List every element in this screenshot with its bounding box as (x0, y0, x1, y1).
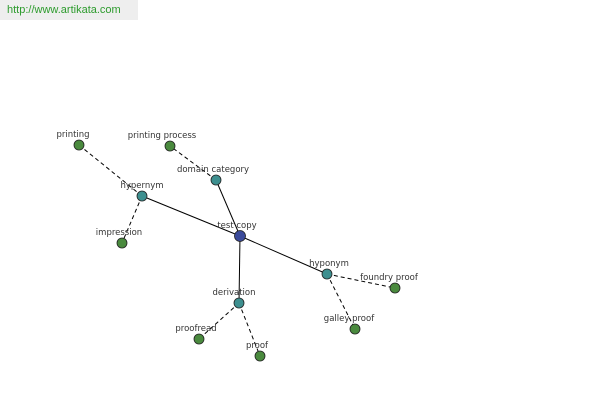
label-hypernym[interactable]: hypernym (120, 181, 163, 191)
edge-derivation-to-proofread (198, 302, 240, 340)
label-proof[interactable]: proof (246, 341, 269, 351)
edge-hyponym-to-foundry-proof (326, 273, 396, 289)
edge-hypernym-to-impression (121, 195, 143, 244)
label-galley-proof[interactable]: galley proof (324, 314, 375, 324)
node-printing[interactable] (73, 139, 85, 151)
label-domain-category[interactable]: domain category (177, 165, 249, 175)
label-printing-process[interactable]: printing process (128, 131, 197, 141)
site-link[interactable]: http://www.artikata.com (7, 4, 121, 16)
label-printing[interactable]: printing (56, 130, 89, 140)
edge-domain-category-to-printing-process (169, 145, 217, 181)
edge-test-copy-to-hypernym (141, 195, 241, 237)
node-foundry-proof[interactable] (389, 282, 401, 294)
edge-hyponym-to-galley-proof (326, 273, 356, 330)
edge-derivation-to-proof (238, 302, 261, 357)
label-hyponym[interactable]: hyponym (309, 259, 349, 269)
node-test-copy[interactable] (234, 230, 246, 242)
node-proofread[interactable] (193, 333, 205, 345)
label-proofread[interactable]: proofread (175, 324, 216, 334)
node-hypernym[interactable] (136, 190, 148, 202)
node-domain-category[interactable] (210, 174, 222, 186)
label-impression[interactable]: impression (96, 228, 142, 238)
label-derivation[interactable]: derivation (212, 288, 255, 298)
url-banner: http://www.artikata.com (0, 0, 138, 20)
node-galley-proof[interactable] (349, 323, 361, 335)
edge-test-copy-to-domain-category (215, 179, 241, 237)
graph-edges (78, 144, 396, 357)
graph-labels: test copy hypernym domain category hyponym d… (56, 130, 418, 351)
node-printing-process[interactable] (164, 140, 176, 152)
graph-nodes (73, 139, 401, 362)
node-proof[interactable] (254, 350, 266, 362)
label-test-copy[interactable]: test copy (217, 221, 256, 231)
edge-test-copy-to-derivation (238, 235, 241, 304)
node-impression[interactable] (116, 237, 128, 249)
label-foundry-proof[interactable]: foundry proof (360, 273, 419, 283)
node-hyponym[interactable] (321, 268, 333, 280)
edge-test-copy-to-hyponym (239, 235, 328, 275)
node-derivation[interactable] (233, 297, 245, 309)
